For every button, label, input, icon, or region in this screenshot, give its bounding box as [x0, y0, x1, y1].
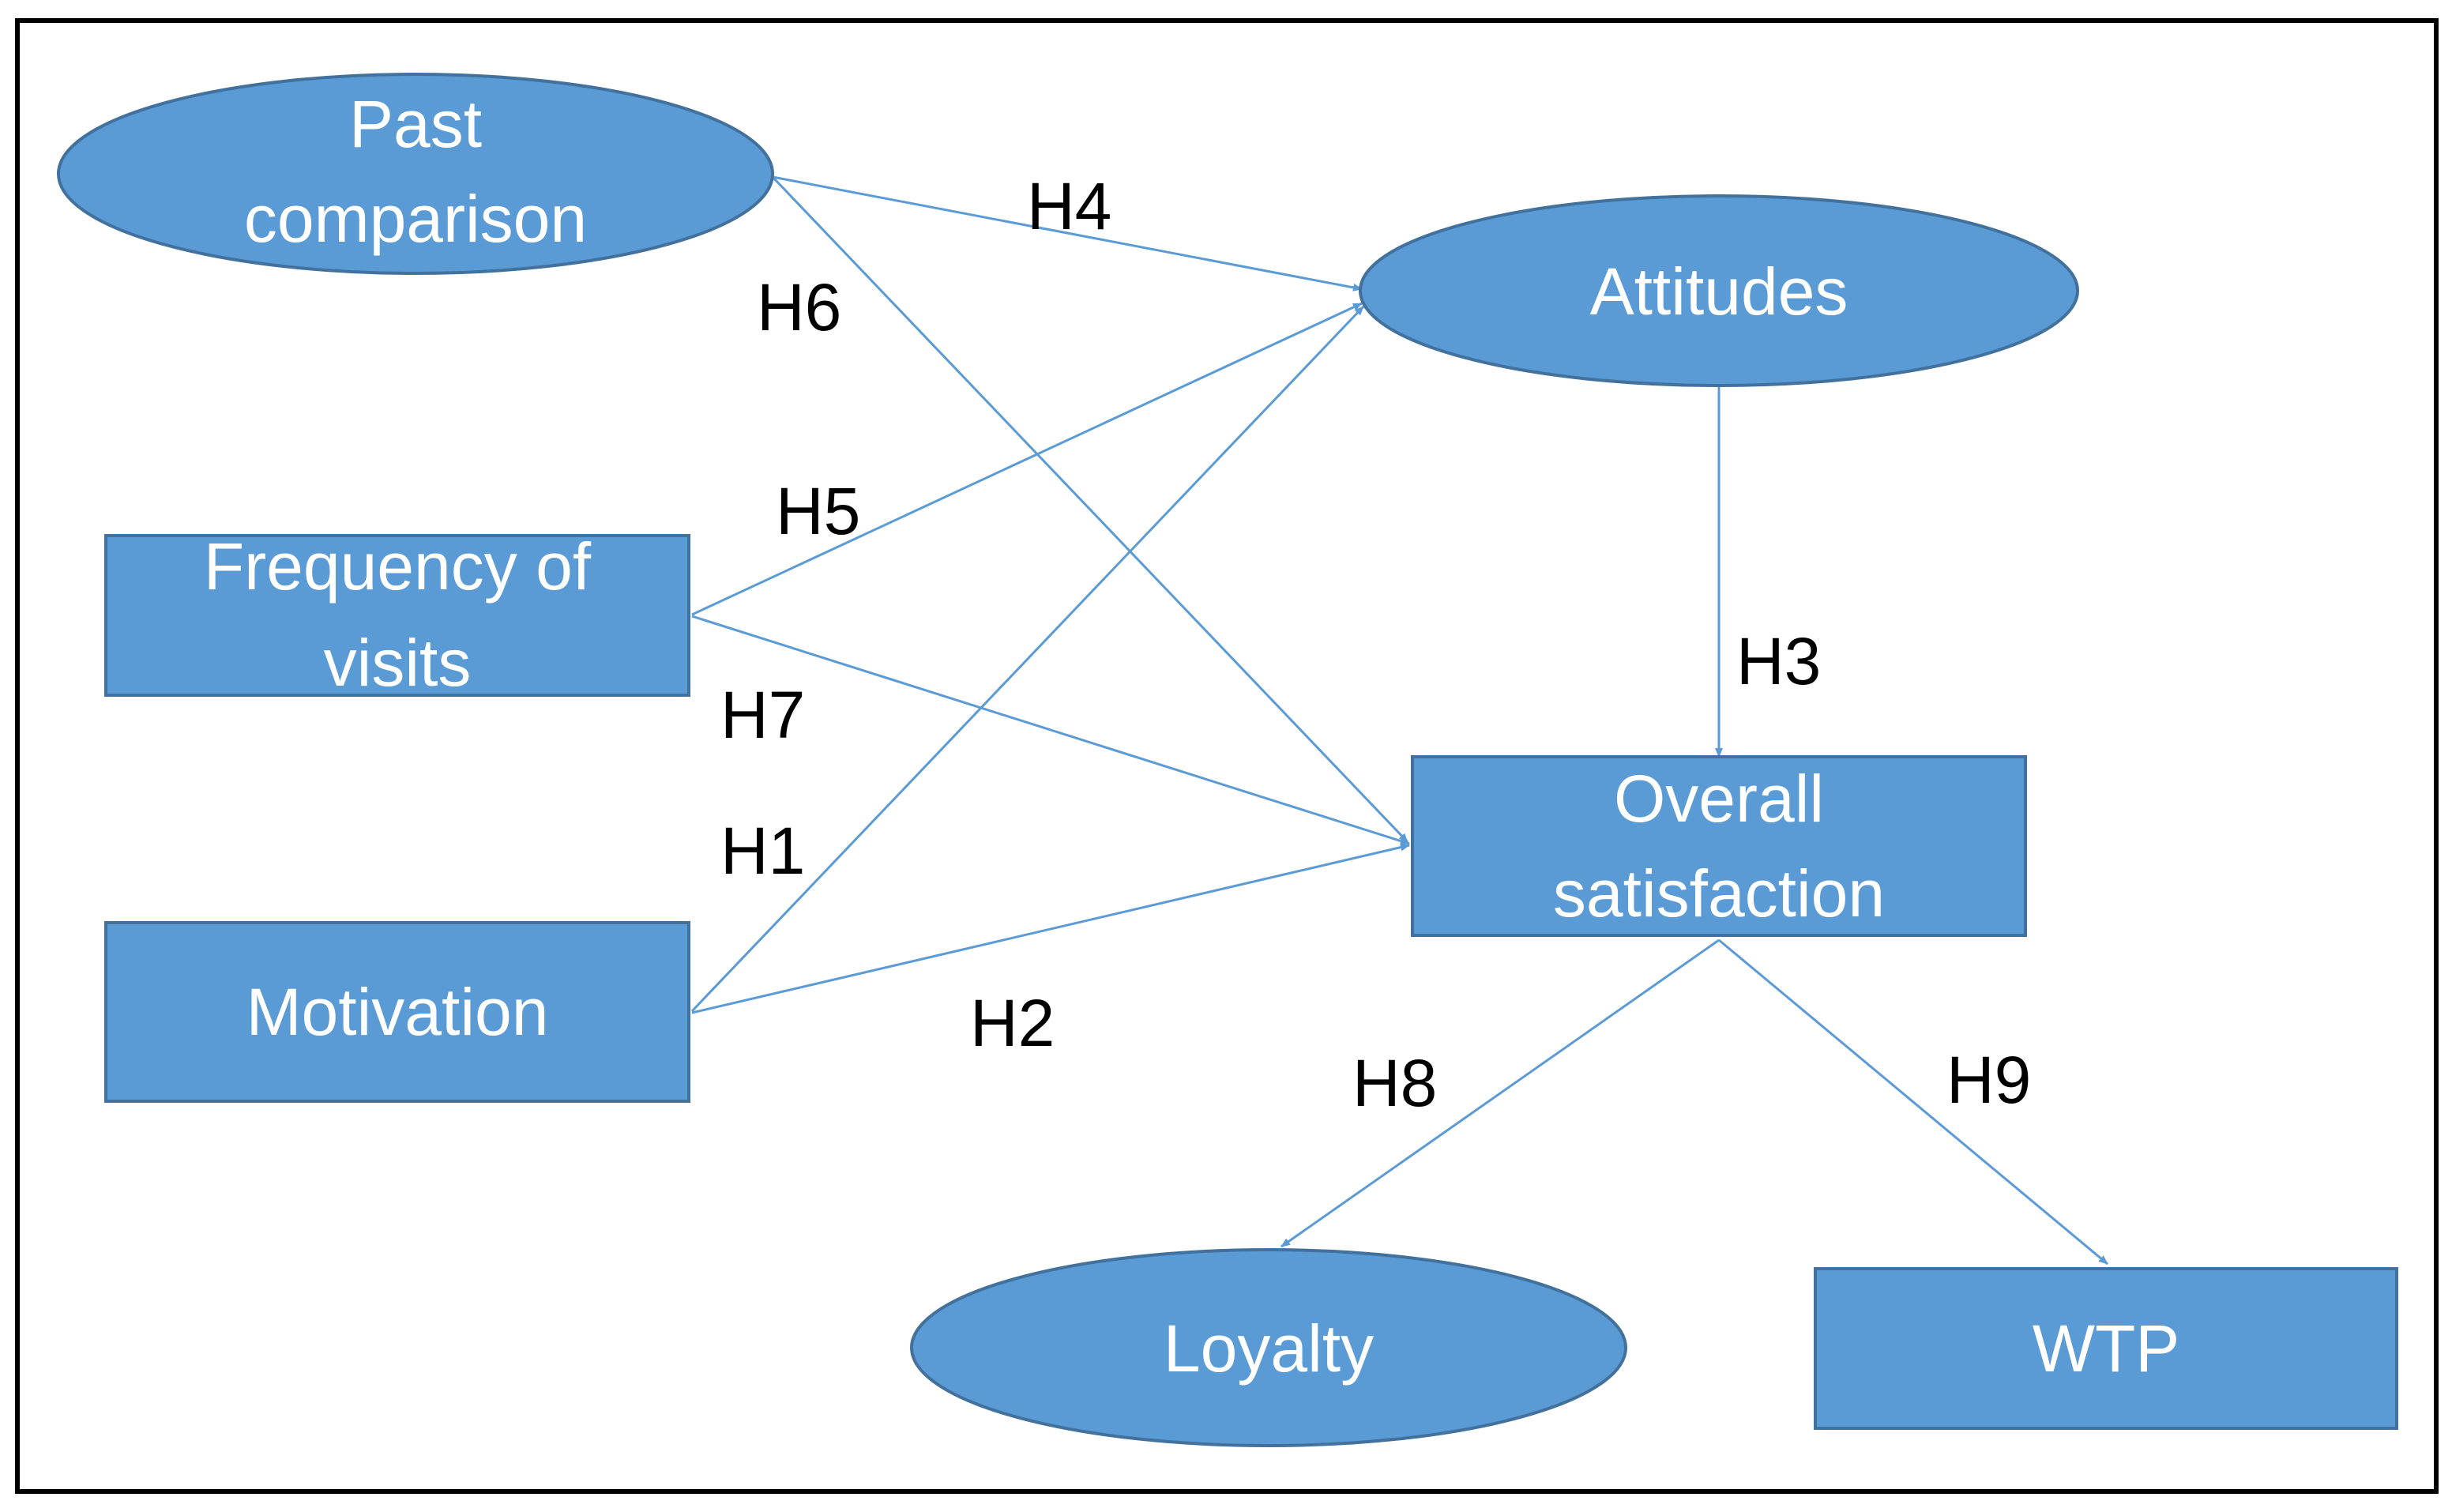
node-wtp: WTP — [1814, 1267, 2398, 1430]
edges — [690, 175, 2108, 1266]
frequency-of-visits-label-line-2: visits — [324, 626, 472, 700]
edge-h6-past-to-satisfaction — [771, 175, 1409, 844]
wtp-label: WTP — [2033, 1311, 2180, 1386]
attitudes-label: Attitudes — [1590, 254, 1848, 329]
motivation-label: Motivation — [246, 975, 549, 1049]
wtp-shape — [1814, 1267, 2398, 1430]
edge-h9-satisfaction-to-wtp — [1718, 938, 2108, 1266]
edge-h4-past-to-attitudes — [772, 175, 1363, 291]
node-loyalty: Loyalty — [910, 1248, 1627, 1447]
edge-h7-frequency-to-satisfaction — [691, 615, 1410, 845]
frequency-of-visits-label-line-1: Frequency of — [204, 529, 592, 604]
loyalty-shape — [910, 1248, 1627, 1447]
hypothesis-labels: H4 H6 H5 H7 H1 H2 H3 H8 H9 — [720, 169, 2031, 1120]
edge-h1-motivation-to-attitudes — [690, 305, 1365, 1013]
overall-satisfaction-shape — [1411, 755, 2027, 937]
hypothesis-label-h4: H4 — [1027, 169, 1111, 243]
hypothesis-label-h7: H7 — [720, 678, 805, 752]
node-frequency-of-visits: Frequency of visits — [104, 529, 690, 700]
past-comparison-label-line-2: comparison — [244, 182, 587, 256]
overall-satisfaction-label-line-1: Overall — [1614, 762, 1824, 836]
hypothesis-label-h8: H8 — [1352, 1046, 1437, 1120]
hypothesis-label-h1: H1 — [720, 814, 805, 888]
node-motivation: Motivation — [104, 921, 690, 1103]
diagram-frame — [15, 18, 2439, 1494]
overall-satisfaction-label-line-2: satisfaction — [1553, 856, 1885, 931]
hypothesis-label-h3: H3 — [1736, 624, 1821, 698]
past-comparison-shape — [57, 73, 774, 275]
frequency-of-visits-shape — [104, 534, 690, 697]
edge-h5-frequency-to-attitudes — [691, 302, 1363, 616]
node-past-comparison: Past comparison — [57, 73, 774, 275]
hypothesis-label-h2: H2 — [970, 986, 1055, 1060]
attitudes-shape — [1359, 194, 2079, 387]
loyalty-label: Loyalty — [1164, 1311, 1374, 1386]
edge-h8-satisfaction-to-loyalty — [1281, 938, 1720, 1248]
node-attitudes: Attitudes — [1359, 194, 2079, 387]
hypothesis-label-h6: H6 — [757, 270, 841, 344]
hypothesis-label-h9: H9 — [1946, 1043, 2031, 1117]
node-overall-satisfaction: Overall satisfaction — [1411, 755, 2027, 937]
motivation-shape — [104, 921, 690, 1103]
edge-h2-motivation-to-satisfaction — [691, 843, 1410, 1014]
hypothesis-label-h5: H5 — [776, 474, 860, 548]
past-comparison-label-line-1: Past — [349, 87, 482, 161]
